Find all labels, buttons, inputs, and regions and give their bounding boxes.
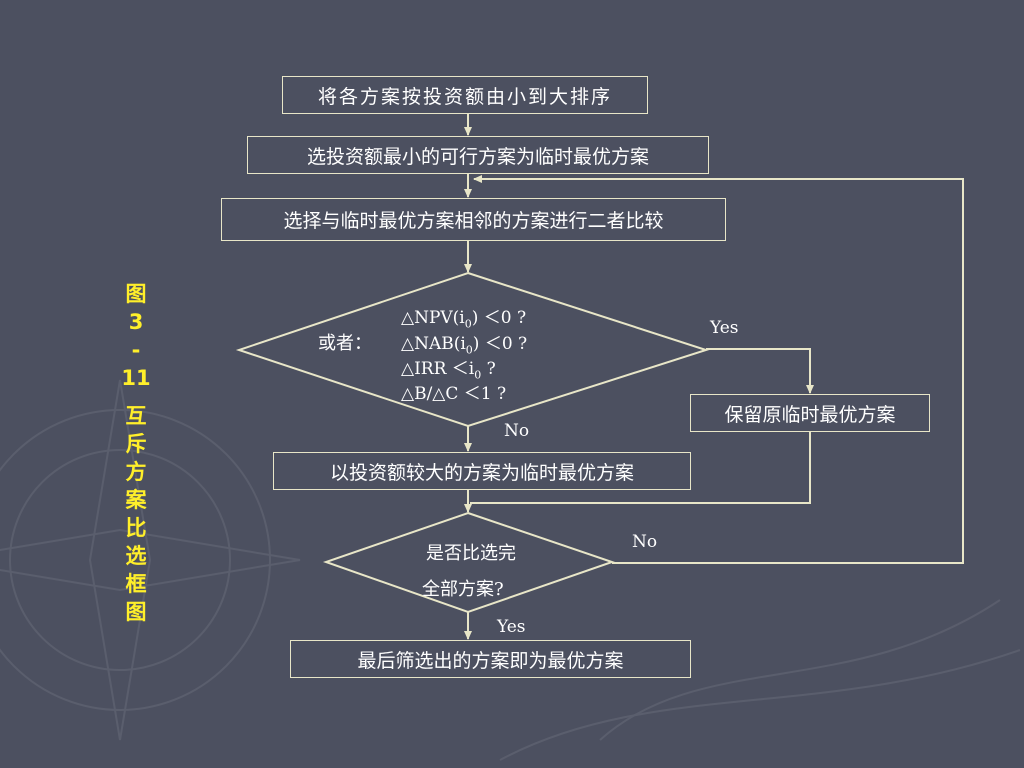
side-title-char: 图 [125, 282, 147, 306]
side-title-char: 方 [125, 460, 147, 484]
edge-label-yes-right: Yes [710, 318, 739, 338]
side-title-char: 图 [125, 600, 147, 624]
edge-label-no-right: No [632, 532, 658, 552]
side-title-char: 11 [121, 366, 151, 390]
arrow-yes-to-keep [706, 348, 814, 394]
condition-bc: △B/△C ＜1 ? [401, 384, 507, 404]
arrow-no-loop-back [473, 175, 964, 564]
side-title-char: 框 [125, 572, 147, 596]
side-title-char: - [131, 338, 141, 362]
side-title-char: 比 [125, 516, 147, 540]
condition-npv: △NPV(i0) ＜0 ? [401, 308, 527, 331]
edge-label-no-down: No [504, 421, 530, 441]
node-compare: 选择与临时最优方案相邻的方案进行二者比较 [221, 198, 726, 241]
side-title-char: 选 [125, 544, 147, 568]
decision-diamond-all-done [322, 511, 616, 614]
condition-irr: △IRR ＜i0 ? [401, 359, 496, 382]
side-title-char: 斥 [125, 432, 147, 456]
side-title-char: 案 [125, 488, 147, 512]
node-larger: 以投资额较大的方案为临时最优方案 [273, 452, 691, 490]
check-line1: 是否比选完 [426, 543, 516, 564]
condition-prefix: 或者： [318, 333, 372, 354]
node-sort: 将各方案按投资额由小到大排序 [282, 76, 648, 114]
line-keep-merge [470, 432, 811, 504]
node-select-min: 选投资额最小的可行方案为临时最优方案 [247, 136, 709, 174]
side-title-char: 互 [125, 404, 147, 428]
decision-diamond-condition [235, 271, 710, 428]
condition-nab: △NAB(i0) ＜0 ? [401, 334, 528, 357]
node-keep: 保留原临时最优方案 [690, 394, 930, 432]
check-line2: 全部方案? [422, 579, 504, 600]
side-title-char: 3 [128, 310, 144, 334]
edge-label-yes-down: Yes [497, 617, 526, 637]
node-final: 最后筛选出的方案即为最优方案 [290, 640, 691, 678]
